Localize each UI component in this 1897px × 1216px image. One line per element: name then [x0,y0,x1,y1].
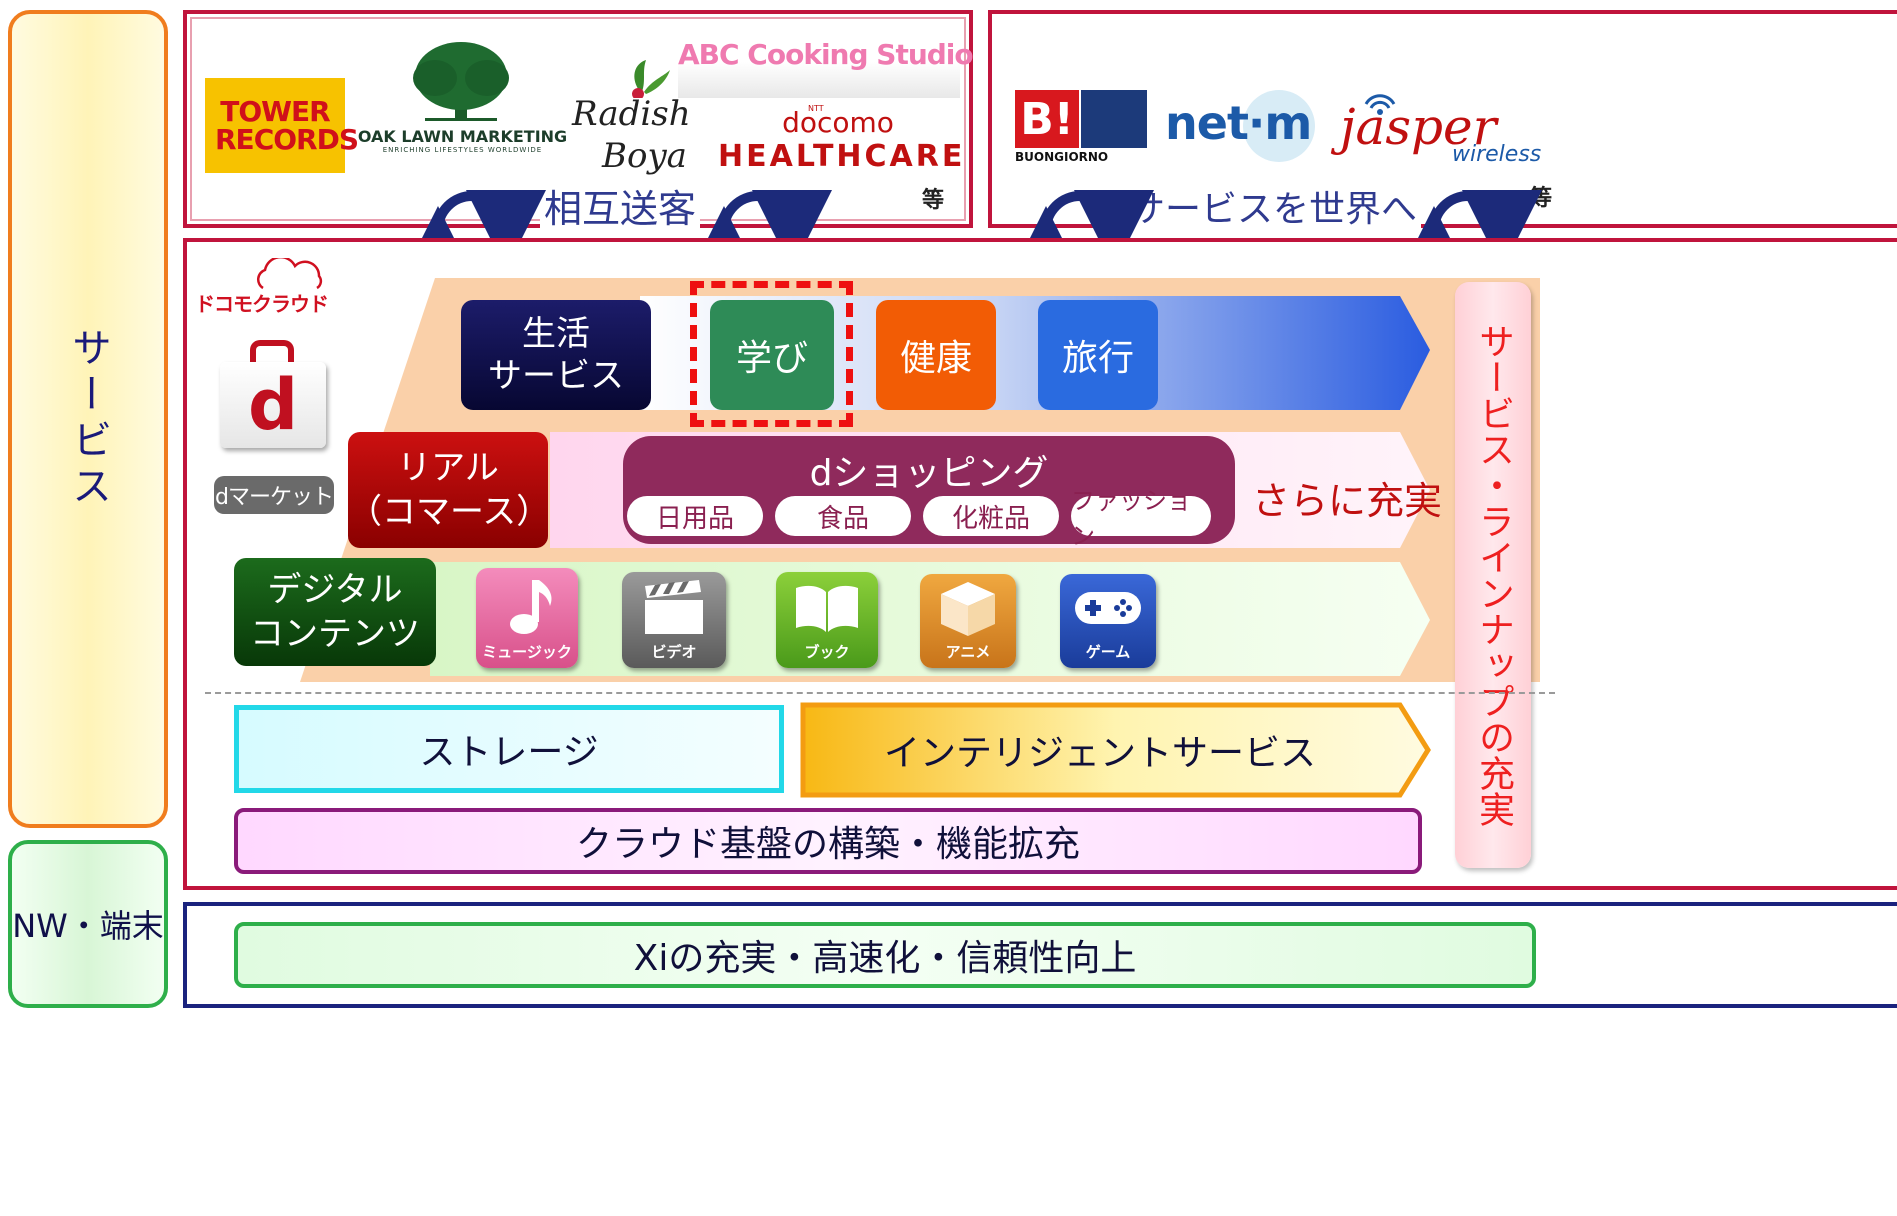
netm-logo: net·m [1165,90,1325,165]
tree-icon [413,42,509,121]
dmarket-bag-icon: d [220,340,326,448]
dshopping-item-cosmetics: 化粧品 [923,496,1059,536]
manabi-block: 学び [710,300,834,410]
buongiorno-logo: B! BUONGIORNO [1015,90,1150,165]
radish-boya-logo: Radish Boya [572,58,702,178]
nw-terminal-label: NW・端末 [12,907,164,945]
dshopping-block: dショッピング 日用品 食品 化粧品 ファッション [623,436,1235,550]
open-book-icon [796,585,858,632]
storage-block: ストレージ [234,705,784,793]
abc-cooking-logo: ABC Cooking Studio [678,38,974,98]
kenko-block: 健康 [876,300,996,410]
dmarket-badge: dマーケット [214,476,334,514]
digital-contents-block: デジタル コンテンツ [234,558,436,666]
service-category-box: サービス [8,10,168,828]
tower-records-logo: TOWER RECORDS [205,78,359,173]
lineup-vertical-bar: サービス・ラインナップの充実 [1455,282,1531,868]
docomo-healthcare-logo: NTT docomo HEALTHCARE [718,104,966,174]
real-commerce-block: リアル （コマース） [348,432,550,548]
ryoko-block: 旅行 [1038,300,1158,410]
radish-icon [632,60,670,98]
oak-lawn-logo: OAK LAWN MARKETING ENRICHING LIFESTYLES … [355,38,570,168]
service-category-label: サービス [65,327,111,511]
partners-left-etc: 等 [922,188,945,213]
music-note-icon [510,580,552,634]
intelligent-service-label: インテリジェントサービス [883,733,1316,774]
gamepad-icon [1075,592,1141,624]
music-app-icon: ミュージック [476,568,578,668]
xi-network-block: Xiの充実・高速化・信頼性向上 [234,922,1536,988]
divider-line [205,692,1555,694]
cube-icon [941,582,995,636]
dshopping-item-fashion: ファッション [1071,487,1211,550]
jasper-logo: jasper wireless [1340,88,1560,168]
partners-right-caption: サービスを世界へ [1125,180,1422,232]
cloud-base-block: クラウド基盤の構築・機能拡充 [234,808,1422,874]
game-app-icon: ゲーム [1060,574,1156,668]
partners-left-caption: 相互送客 [540,178,701,233]
video-app-icon: ビデオ [622,572,726,668]
wireless-signal-icon [1364,94,1396,115]
life-service-block: 生活 サービス [461,300,651,410]
nw-terminal-category-box: NW・端末 [8,840,168,1008]
clapperboard-icon [645,580,703,634]
dshopping-item-daily: 日用品 [627,496,763,536]
cloud-icon [256,258,323,290]
book-app-icon: ブック [776,572,878,668]
docomo-cloud-logo: ドコモクラウド [195,258,335,318]
anime-app-icon: アニメ [920,574,1016,668]
manabi-highlight-dashed-frame [690,281,853,427]
sarani-jujitsu-label: さらに充実 [1252,479,1443,523]
intelligent-service-arrow [800,702,1431,798]
dshopping-item-food: 食品 [775,496,911,536]
